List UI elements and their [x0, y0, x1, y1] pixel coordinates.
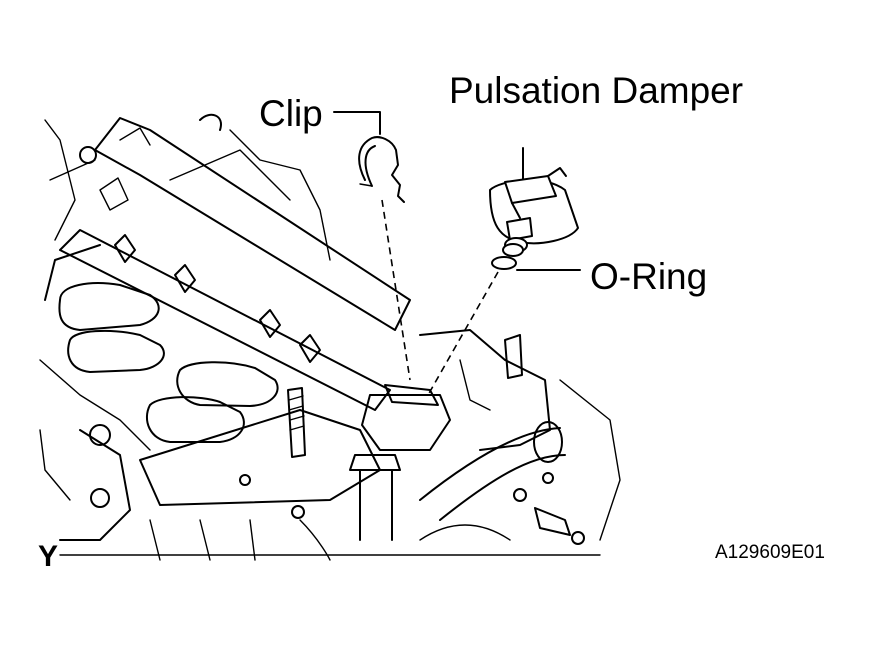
clip-label: Clip — [259, 93, 323, 134]
view-letter: Y — [38, 540, 59, 573]
o-ring-label: O-Ring — [590, 256, 708, 297]
engine-body — [39, 113, 621, 561]
clip-part — [358, 136, 405, 203]
o-ring-part — [491, 256, 517, 270]
pulsation-damper-part — [489, 147, 579, 257]
figure-code: A129609E01 — [715, 542, 825, 563]
pulsation-damper-label: Pulsation Damper — [449, 70, 744, 111]
clip-leader — [333, 111, 381, 135]
clip-install-path — [381, 199, 411, 381]
